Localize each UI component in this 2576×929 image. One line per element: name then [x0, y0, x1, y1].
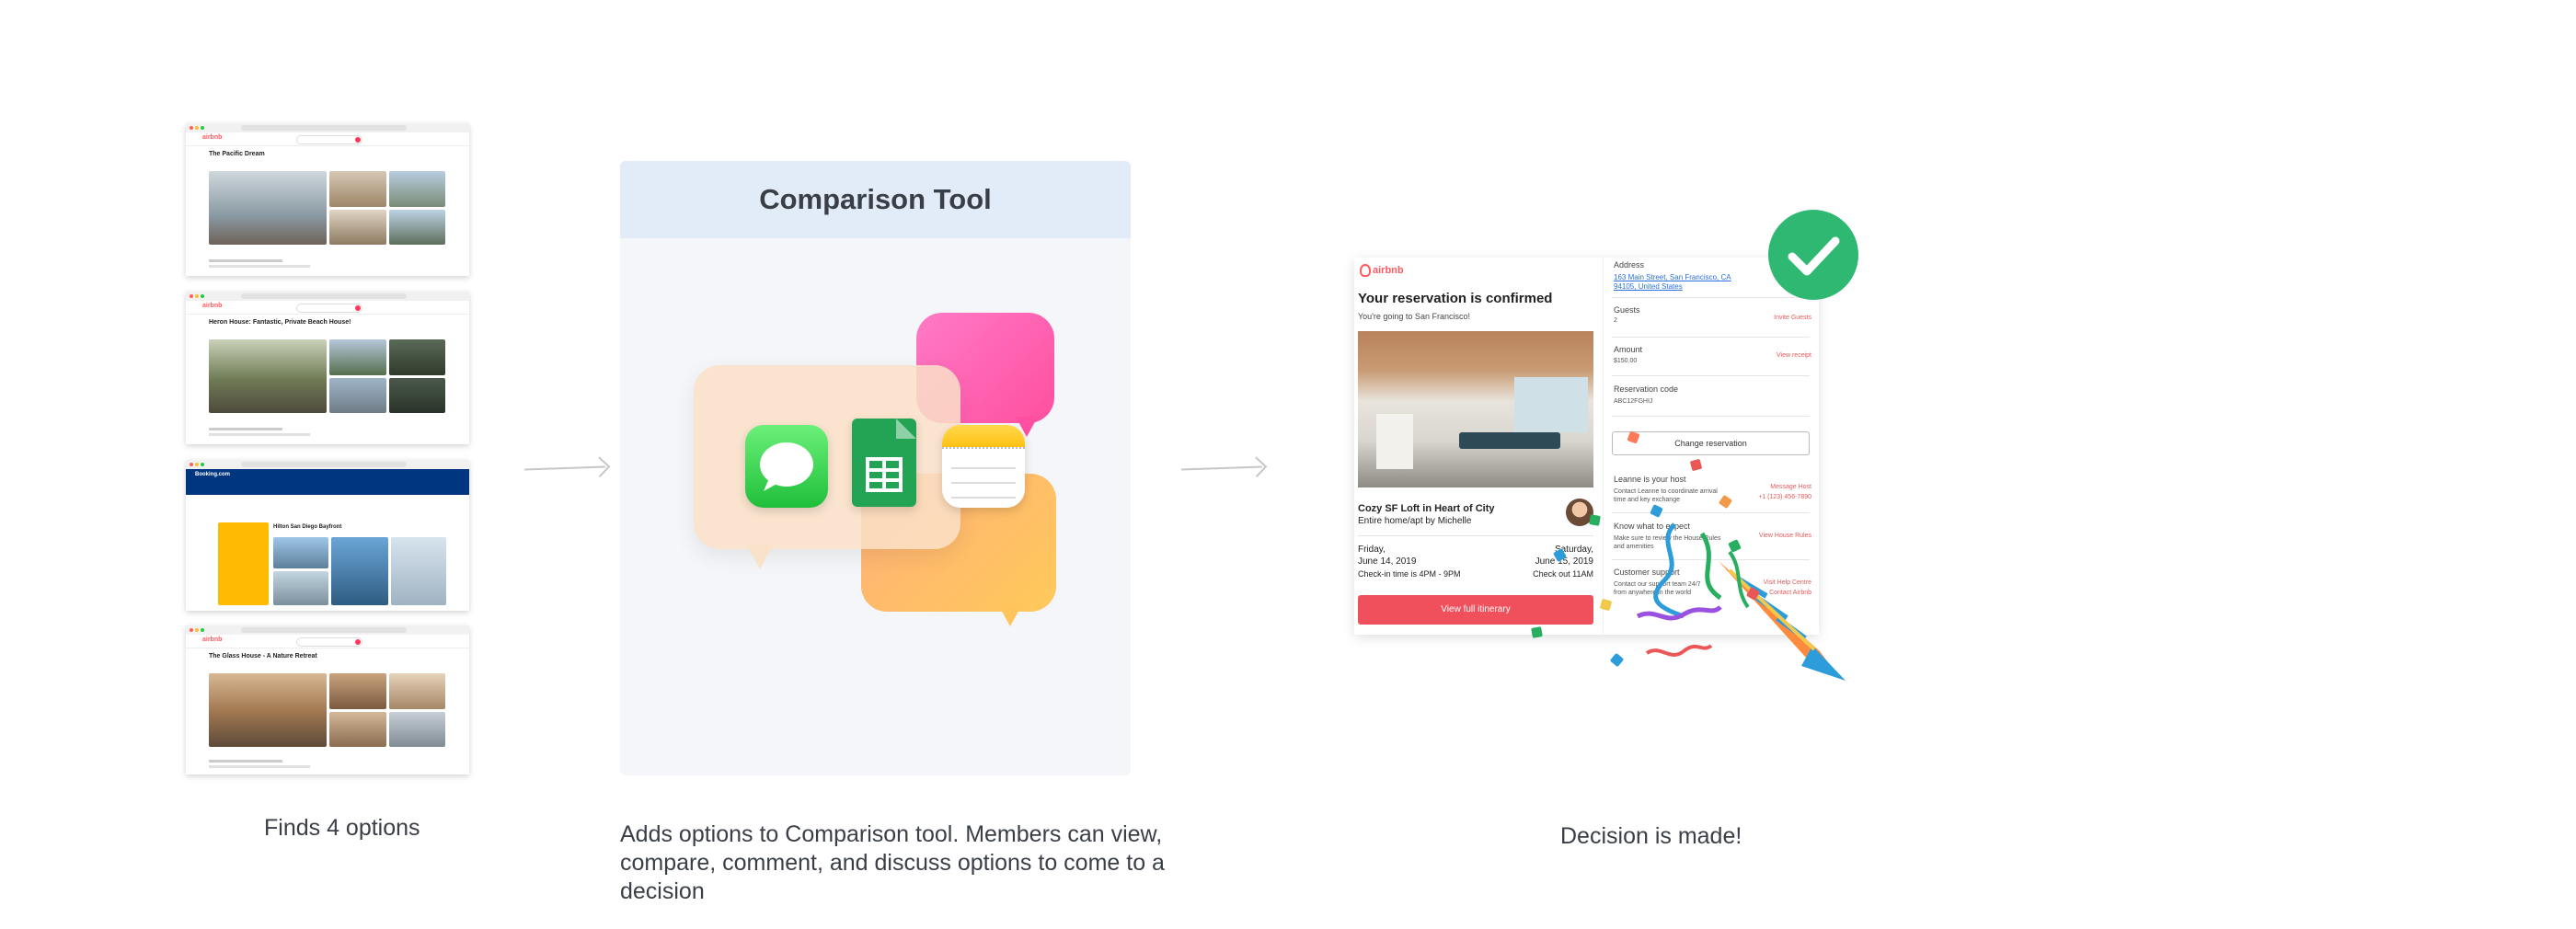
listing-title: Hilton San Diego Bayfront	[273, 524, 342, 530]
airbnb-logo: airbnb	[202, 303, 223, 309]
support-text-1: Contact our support team 24/7	[1614, 581, 1701, 588]
reservation-confirmation-card: airbnb Your reservation is confirmed You…	[1354, 258, 1819, 635]
notes-app-icon	[942, 425, 1025, 508]
confirmation-subheading: You're going to San Francisco!	[1358, 312, 1470, 321]
checkin-time: Check-in time is 4PM - 9PM	[1358, 569, 1461, 579]
address-line-1[interactable]: 163 Main Street, San Francisco, CA	[1614, 273, 1731, 281]
airbnb-logo-icon	[1360, 264, 1371, 277]
listing-title: The Glass House - A Nature Retreat	[209, 653, 317, 659]
view-itinerary-button[interactable]: View full itinerary	[1358, 595, 1593, 625]
search-bar	[296, 304, 362, 313]
listing-title: Heron House: Fantastic, Private Beach Ho…	[209, 319, 351, 326]
address-line-2[interactable]: 94105, United States	[1614, 282, 1683, 291]
listing-title: The Pacific Dream	[209, 151, 265, 157]
view-house-rules-link[interactable]: View House Rules	[1758, 533, 1811, 539]
listing-thumbnail-1[interactable]: airbnb The Pacific Dream	[186, 123, 469, 276]
expect-text-2: and amenities	[1614, 544, 1654, 550]
browser-chrome	[186, 460, 469, 469]
address-label: Address	[1614, 260, 1645, 270]
invite-guests-link[interactable]: Invite Guests	[1774, 315, 1811, 321]
checkin-date: June 14, 2019	[1358, 556, 1417, 567]
airbnb-logo: airbnb	[202, 134, 223, 141]
listing-thumbnail-2[interactable]: airbnb Heron House: Fantastic, Private B…	[186, 292, 469, 444]
host-text-1: Contact Leanne to coordinate arrival	[1614, 488, 1718, 495]
guests-label: Guests	[1614, 305, 1640, 315]
confetti-piece	[1589, 514, 1601, 526]
listing-host: Entire home/apt by Michelle	[1358, 516, 1472, 526]
host-phone-link[interactable]: +1 (123) 456-7890	[1758, 494, 1811, 500]
amount-label: Amount	[1614, 345, 1643, 354]
message-host-link[interactable]: Message Host	[1770, 484, 1811, 490]
airbnb-logo: airbnb	[202, 637, 223, 643]
host-text-2: time and key exchange	[1614, 497, 1680, 503]
search-bar	[296, 135, 362, 144]
reservation-code-value: ABC12FGHIJ	[1614, 398, 1653, 405]
host-avatar	[1566, 499, 1593, 526]
step1-caption: Finds 4 options	[264, 815, 420, 841]
photo-gallery	[209, 171, 445, 245]
checkout-date: June 15, 2019	[1535, 556, 1593, 567]
checkin-day: Friday,	[1358, 545, 1386, 555]
expect-label: Know what to expect	[1614, 522, 1691, 531]
sheets-app-icon	[852, 419, 916, 507]
listing-title: Cozy SF Loft in Heart of City	[1358, 503, 1495, 514]
listing-photo	[1358, 331, 1593, 487]
photo-gallery	[209, 339, 445, 413]
photo-gallery	[209, 673, 445, 747]
messages-app-icon	[745, 425, 828, 508]
support-label: Customer support	[1614, 568, 1680, 577]
step3-caption: Decision is made!	[1560, 823, 1742, 849]
amount-value: $150.00	[1614, 358, 1638, 364]
airbnb-logo: airbnb	[1373, 265, 1404, 276]
arrow-right-icon	[523, 465, 606, 471]
browser-chrome	[186, 625, 469, 635]
support-text-2: from anywhere in the world	[1614, 590, 1692, 596]
change-reservation-button[interactable]: Change reservation	[1612, 431, 1810, 455]
arrow-right-icon	[1180, 465, 1263, 471]
contact-airbnb-link[interactable]: Contact Airbnb	[1769, 590, 1811, 596]
search-bar	[296, 637, 362, 647]
photo-gallery	[273, 537, 448, 605]
listing-thumbnail-3[interactable]: Booking.com Hilton San Diego Bayfront	[186, 460, 469, 611]
search-sidebar	[218, 522, 269, 605]
listing-thumbnail-4[interactable]: airbnb The Glass House - A Nature Retrea…	[186, 625, 469, 774]
confirmation-heading: Your reservation is confirmed	[1358, 291, 1553, 306]
browser-chrome	[186, 123, 469, 132]
panel-title: Comparison Tool	[759, 183, 992, 215]
confetti-piece	[1531, 626, 1543, 638]
reservation-code-label: Reservation code	[1614, 384, 1679, 394]
booking-logo: Booking.com	[195, 472, 231, 477]
booking-header	[186, 469, 469, 495]
view-receipt-link[interactable]: View receipt	[1776, 352, 1811, 359]
checkout-day: Saturday,	[1554, 545, 1593, 555]
checkout-time: Check out 11AM	[1533, 569, 1593, 579]
host-label: Leanne is your host	[1614, 475, 1686, 484]
help-centre-link[interactable]: Visit Help Centre	[1763, 579, 1811, 586]
checkmark-icon	[1768, 210, 1858, 300]
browser-chrome	[186, 292, 469, 301]
panel-header	[620, 161, 1131, 238]
guests-value: 2	[1614, 317, 1617, 324]
step2-caption: Adds options to Comparison tool. Members…	[620, 821, 1165, 904]
comparison-tool-panel[interactable]: Comparison Tool	[620, 161, 1131, 775]
